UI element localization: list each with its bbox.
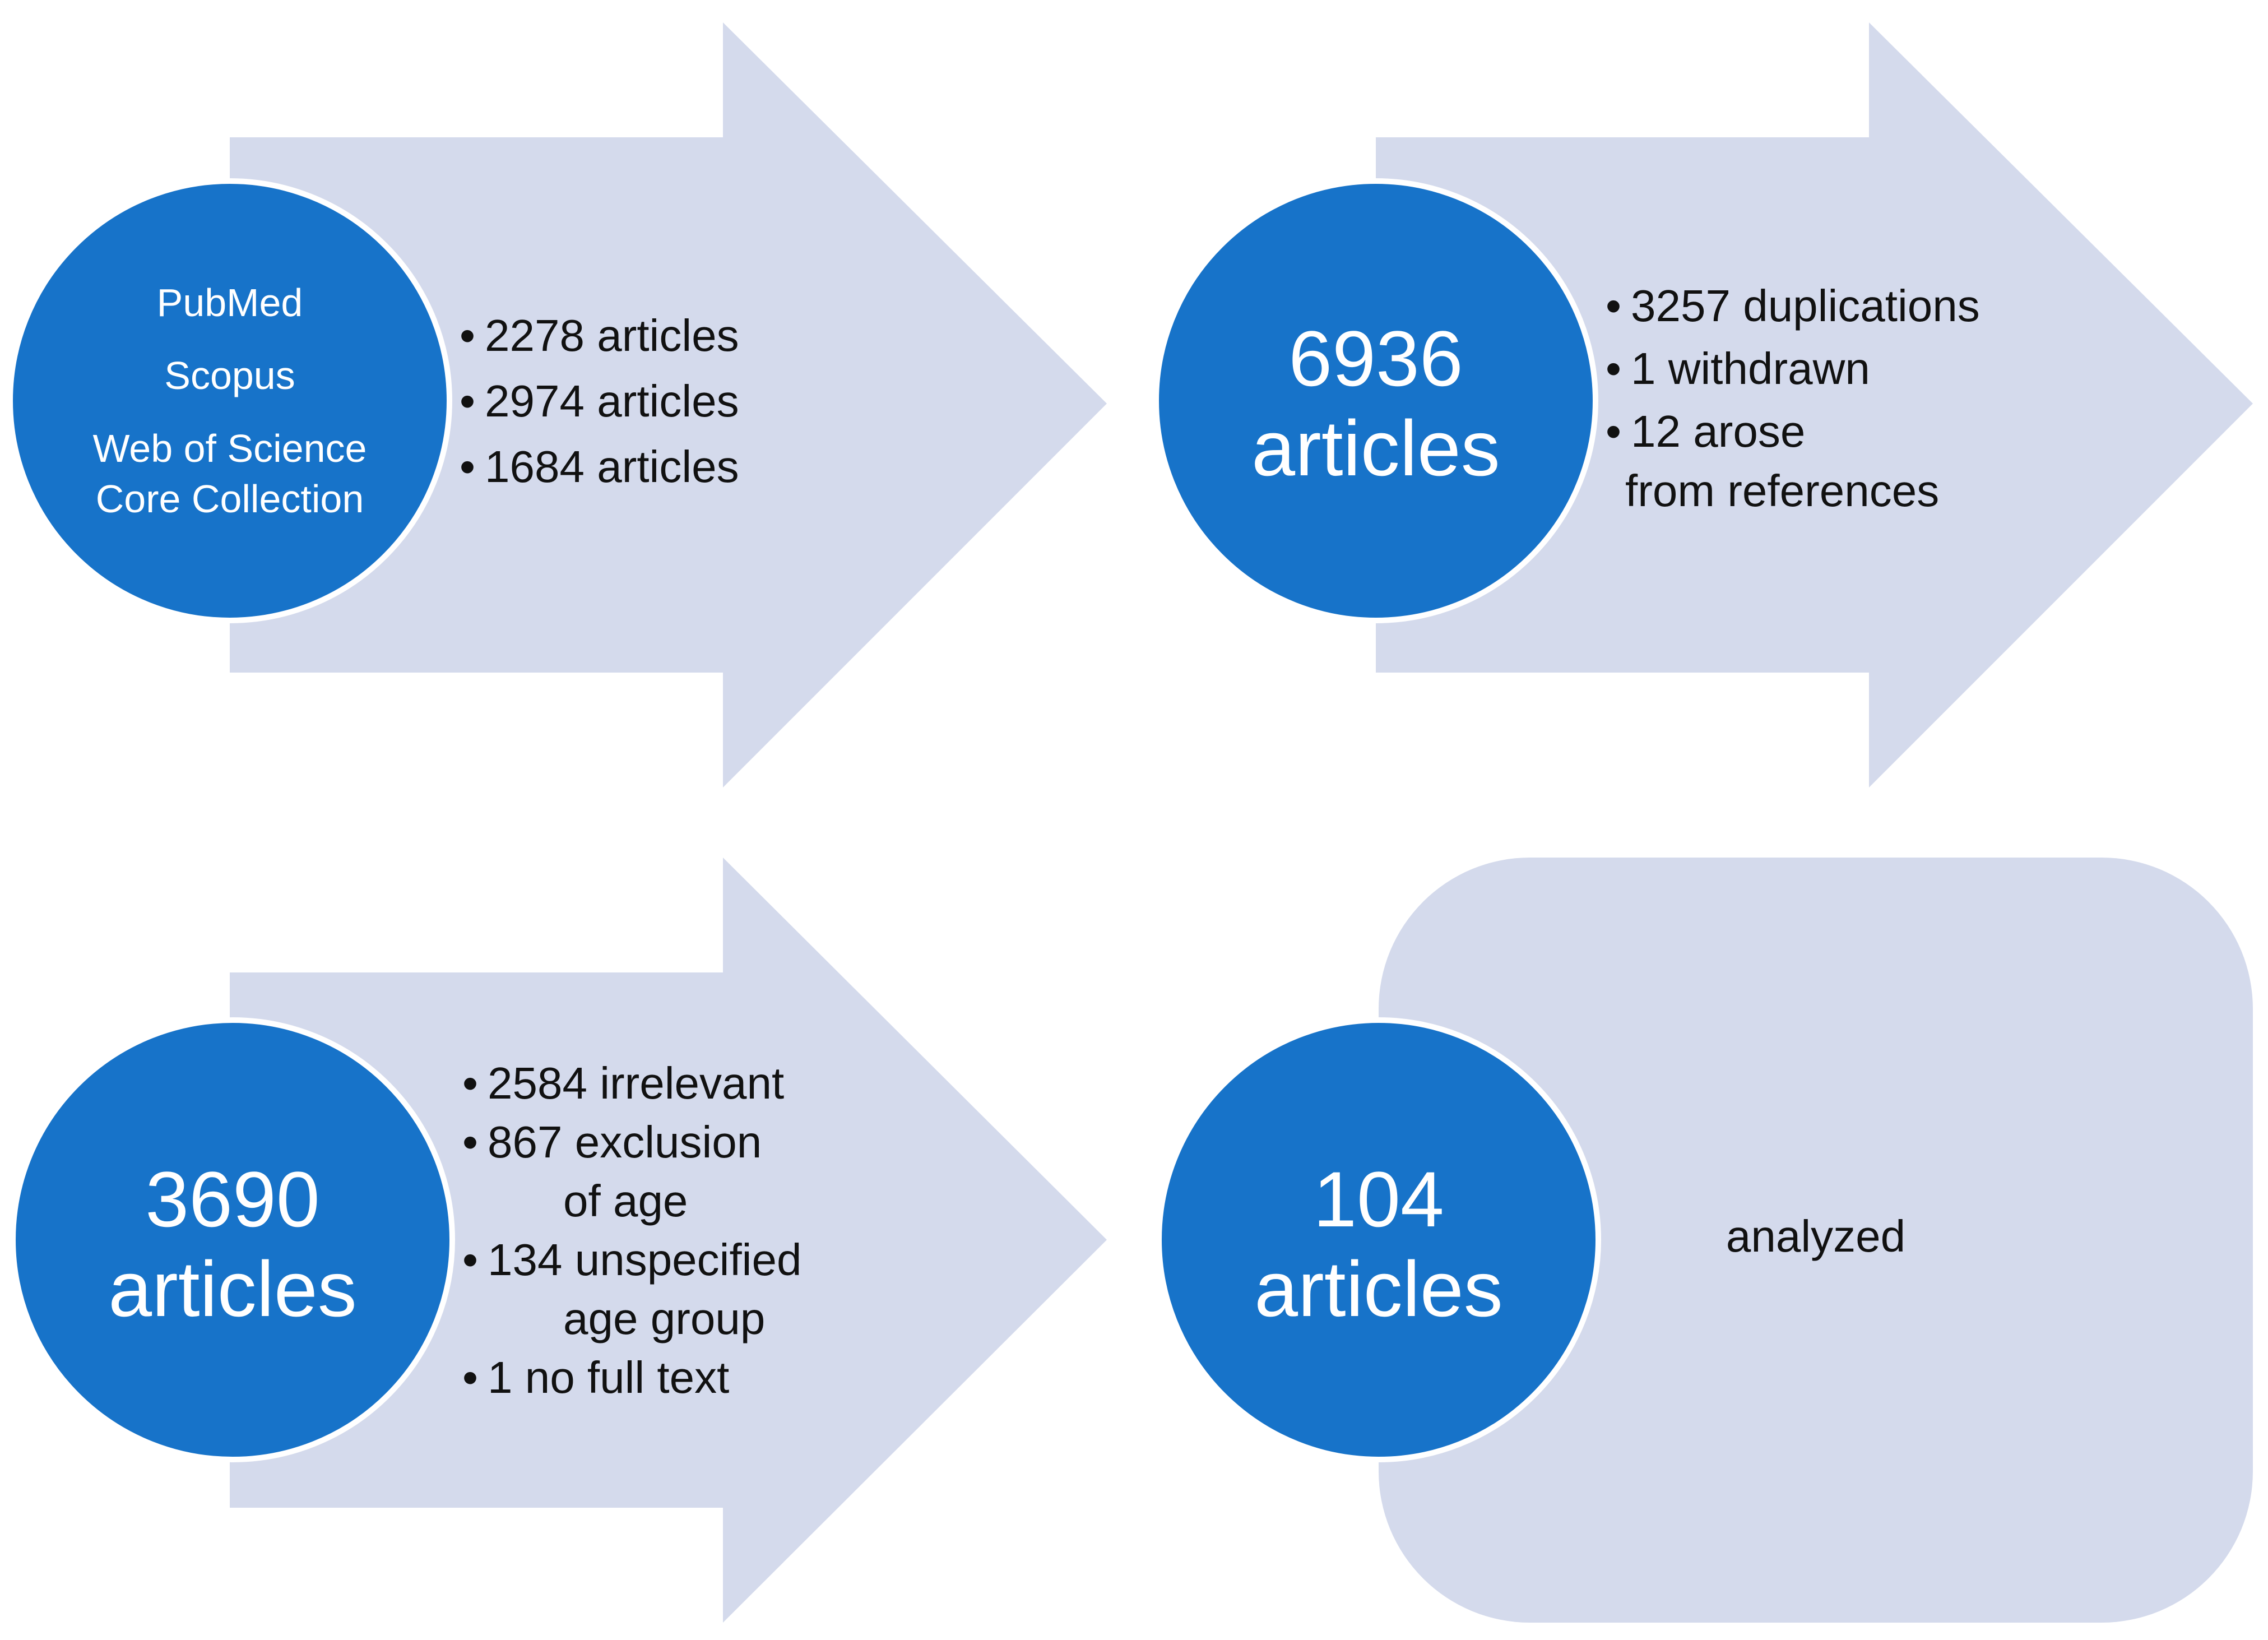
- references-count-cont: from references: [1625, 466, 1940, 516]
- database-wos-line1: Web of Science: [92, 427, 367, 470]
- exclusion-reasons-list: 2584 irrelevant 867 exclusion of age 134…: [462, 1054, 801, 1407]
- list-item: 2278 articles: [460, 303, 739, 368]
- analyzed-label: analyzed: [1726, 1211, 1906, 1261]
- list-item: 2974 articles: [460, 368, 739, 434]
- unspecified-age-cont: age group: [563, 1294, 766, 1343]
- list-item: 1684 articles: [460, 434, 739, 499]
- pubmed-count: 2278 articles: [485, 311, 739, 360]
- identified-unit: articles: [1251, 404, 1500, 492]
- circle-identified-text: 6936 articles: [1185, 280, 1566, 527]
- irrelevant-count: 2584 irrelevant: [488, 1058, 785, 1108]
- list-item: 867 exclusion of age: [462, 1113, 801, 1230]
- final-result-box: [1379, 858, 2253, 1623]
- no-full-text-count: 1 no full text: [488, 1352, 730, 1402]
- database-wos-line2: Core Collection: [95, 477, 364, 521]
- circle-screened: [10, 1017, 455, 1462]
- scopus-count: 2974 articles: [485, 376, 739, 426]
- list-item: 1 withdrawn: [1606, 337, 1980, 400]
- circle-databases-text: PubMed Scopus Web of Science Core Collec…: [39, 247, 420, 555]
- withdrawn-count: 1 withdrawn: [1631, 344, 1870, 393]
- list-item: 12 arose from references: [1606, 400, 1980, 519]
- included-count: 104: [1313, 1155, 1444, 1243]
- age-exclusion-count: 867 exclusion: [488, 1117, 762, 1167]
- list-item: 134 unspecified age group: [462, 1230, 801, 1348]
- screened-unit: articles: [108, 1245, 357, 1333]
- duplications-count: 3257 duplications: [1631, 281, 1980, 331]
- database-pubmed: PubMed: [156, 281, 303, 325]
- unspecified-age-count: 134 unspecified: [488, 1235, 802, 1285]
- age-exclusion-cont: of age: [563, 1176, 688, 1226]
- screened-count: 3690: [145, 1155, 320, 1243]
- circle-included-text: 104 articles: [1188, 1121, 1569, 1368]
- included-unit: articles: [1254, 1245, 1503, 1333]
- database-scopus: Scopus: [164, 354, 295, 397]
- circle-databases: [7, 178, 452, 623]
- identified-count: 6936: [1288, 314, 1463, 402]
- list-item: 3257 duplications: [1606, 275, 1980, 337]
- removal-reasons-list: 3257 duplications 1 withdrawn 12 arose f…: [1606, 275, 1980, 519]
- circle-screened-text: 3690 articles: [42, 1121, 423, 1368]
- list-item: 2584 irrelevant: [462, 1054, 801, 1113]
- references-count: 12 arose: [1631, 406, 1806, 456]
- circle-identified: [1153, 178, 1598, 623]
- database-counts-list: 2278 articles 2974 articles 1684 article…: [460, 303, 739, 499]
- wos-count: 1684 articles: [485, 442, 739, 492]
- circle-included: [1156, 1017, 1601, 1462]
- list-item: 1 no full text: [462, 1348, 801, 1407]
